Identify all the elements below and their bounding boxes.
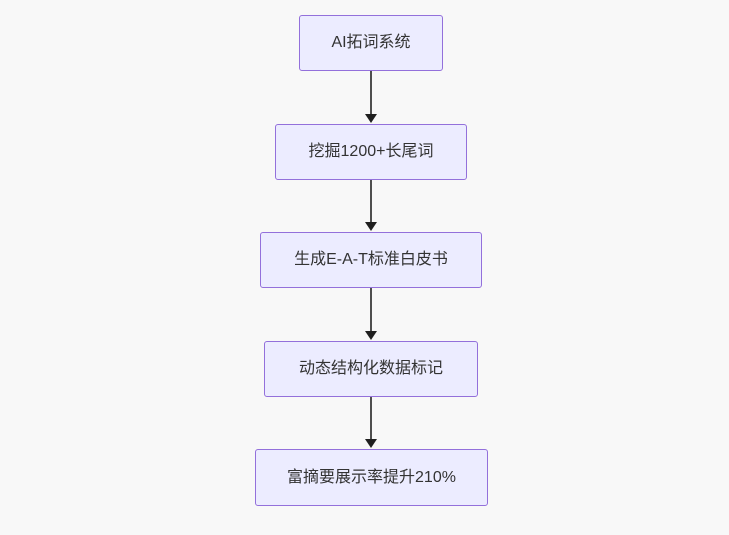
flow-node-label: 富摘要展示率提升210% [287, 468, 456, 486]
flow-node-label: 生成E-A-T标准白皮书 [294, 251, 448, 268]
flow-node-label: 挖掘1200+长尾词 [308, 143, 434, 160]
edge-line [370, 180, 372, 223]
flow-node-label: 动态结构化数据标记 [298, 360, 443, 377]
flow-node-label: AI拓词系统 [331, 34, 411, 51]
edge-line [370, 71, 372, 115]
arrowhead-down-icon [365, 439, 377, 448]
flow-node-eat-whitepaper: 生成E-A-T标准白皮书 [260, 232, 482, 288]
arrowhead-down-icon [365, 222, 377, 231]
flow-node-structured-data-markup: 动态结构化数据标记 [264, 341, 478, 397]
edge-line [370, 288, 372, 332]
arrowhead-down-icon [365, 114, 377, 123]
edge-line [370, 397, 372, 440]
flow-node-ai-expansion-system: AI拓词系统 [299, 15, 443, 71]
flow-node-longtail-mining: 挖掘1200+长尾词 [275, 124, 467, 180]
flow-node-rich-snippet-result: 富摘要展示率提升210% [255, 449, 488, 506]
arrowhead-down-icon [365, 331, 377, 340]
